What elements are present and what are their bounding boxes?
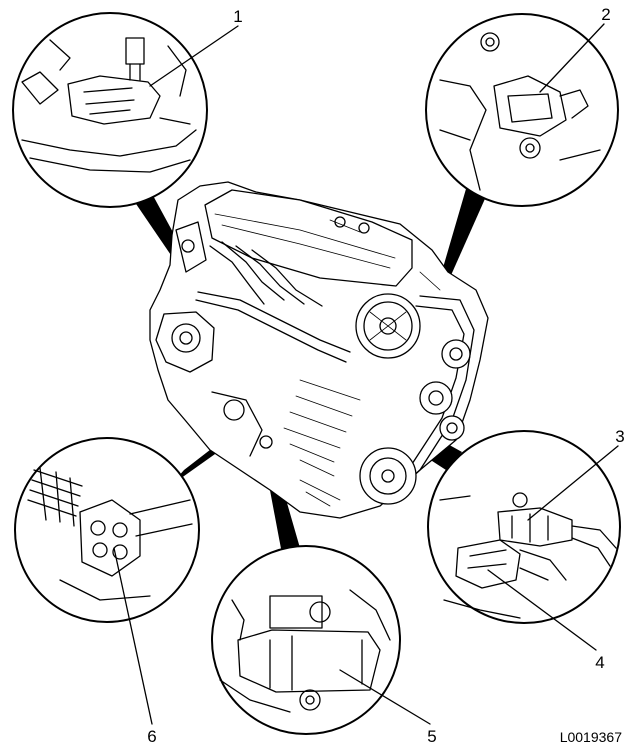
drive-belt xyxy=(385,295,475,501)
leader-5 xyxy=(339,669,431,725)
detail-circle-2 xyxy=(425,13,619,207)
engine-illustration xyxy=(149,181,489,519)
callout-1: 1 xyxy=(233,7,242,26)
aux-pulley-1 xyxy=(419,381,453,415)
rocker-cover xyxy=(204,189,413,287)
crankshaft-pulley xyxy=(359,447,417,505)
leader-2 xyxy=(539,23,605,93)
callout-4: 4 xyxy=(595,653,604,672)
leader-6 xyxy=(113,547,153,725)
cone-detail-2 xyxy=(440,182,488,282)
leader-lines xyxy=(113,23,619,725)
leader-1 xyxy=(149,25,239,87)
callout-2: 2 xyxy=(601,5,610,24)
detail-circle-6 xyxy=(14,437,200,623)
callout-5: 5 xyxy=(427,727,436,746)
callout-labels: 1 2 3 4 5 6 xyxy=(147,5,624,746)
oil-filter-housing xyxy=(155,311,215,373)
callout-3: 3 xyxy=(615,427,624,446)
detail-circle-3-4 xyxy=(427,430,621,624)
callout-6: 6 xyxy=(147,727,156,746)
leader-4 xyxy=(487,569,597,651)
aux-pulley-3 xyxy=(441,339,471,369)
detail-circle-5 xyxy=(211,545,401,735)
sensor-1-body xyxy=(67,75,161,125)
sensor-5-body xyxy=(237,629,381,693)
aux-pulley-2 xyxy=(439,415,465,441)
reference-code: L0019367 xyxy=(560,729,623,745)
sensor-4-body xyxy=(455,539,521,589)
leader-3 xyxy=(527,445,619,521)
corrugated-hose xyxy=(27,469,83,517)
detail-circle-1 xyxy=(12,12,208,208)
